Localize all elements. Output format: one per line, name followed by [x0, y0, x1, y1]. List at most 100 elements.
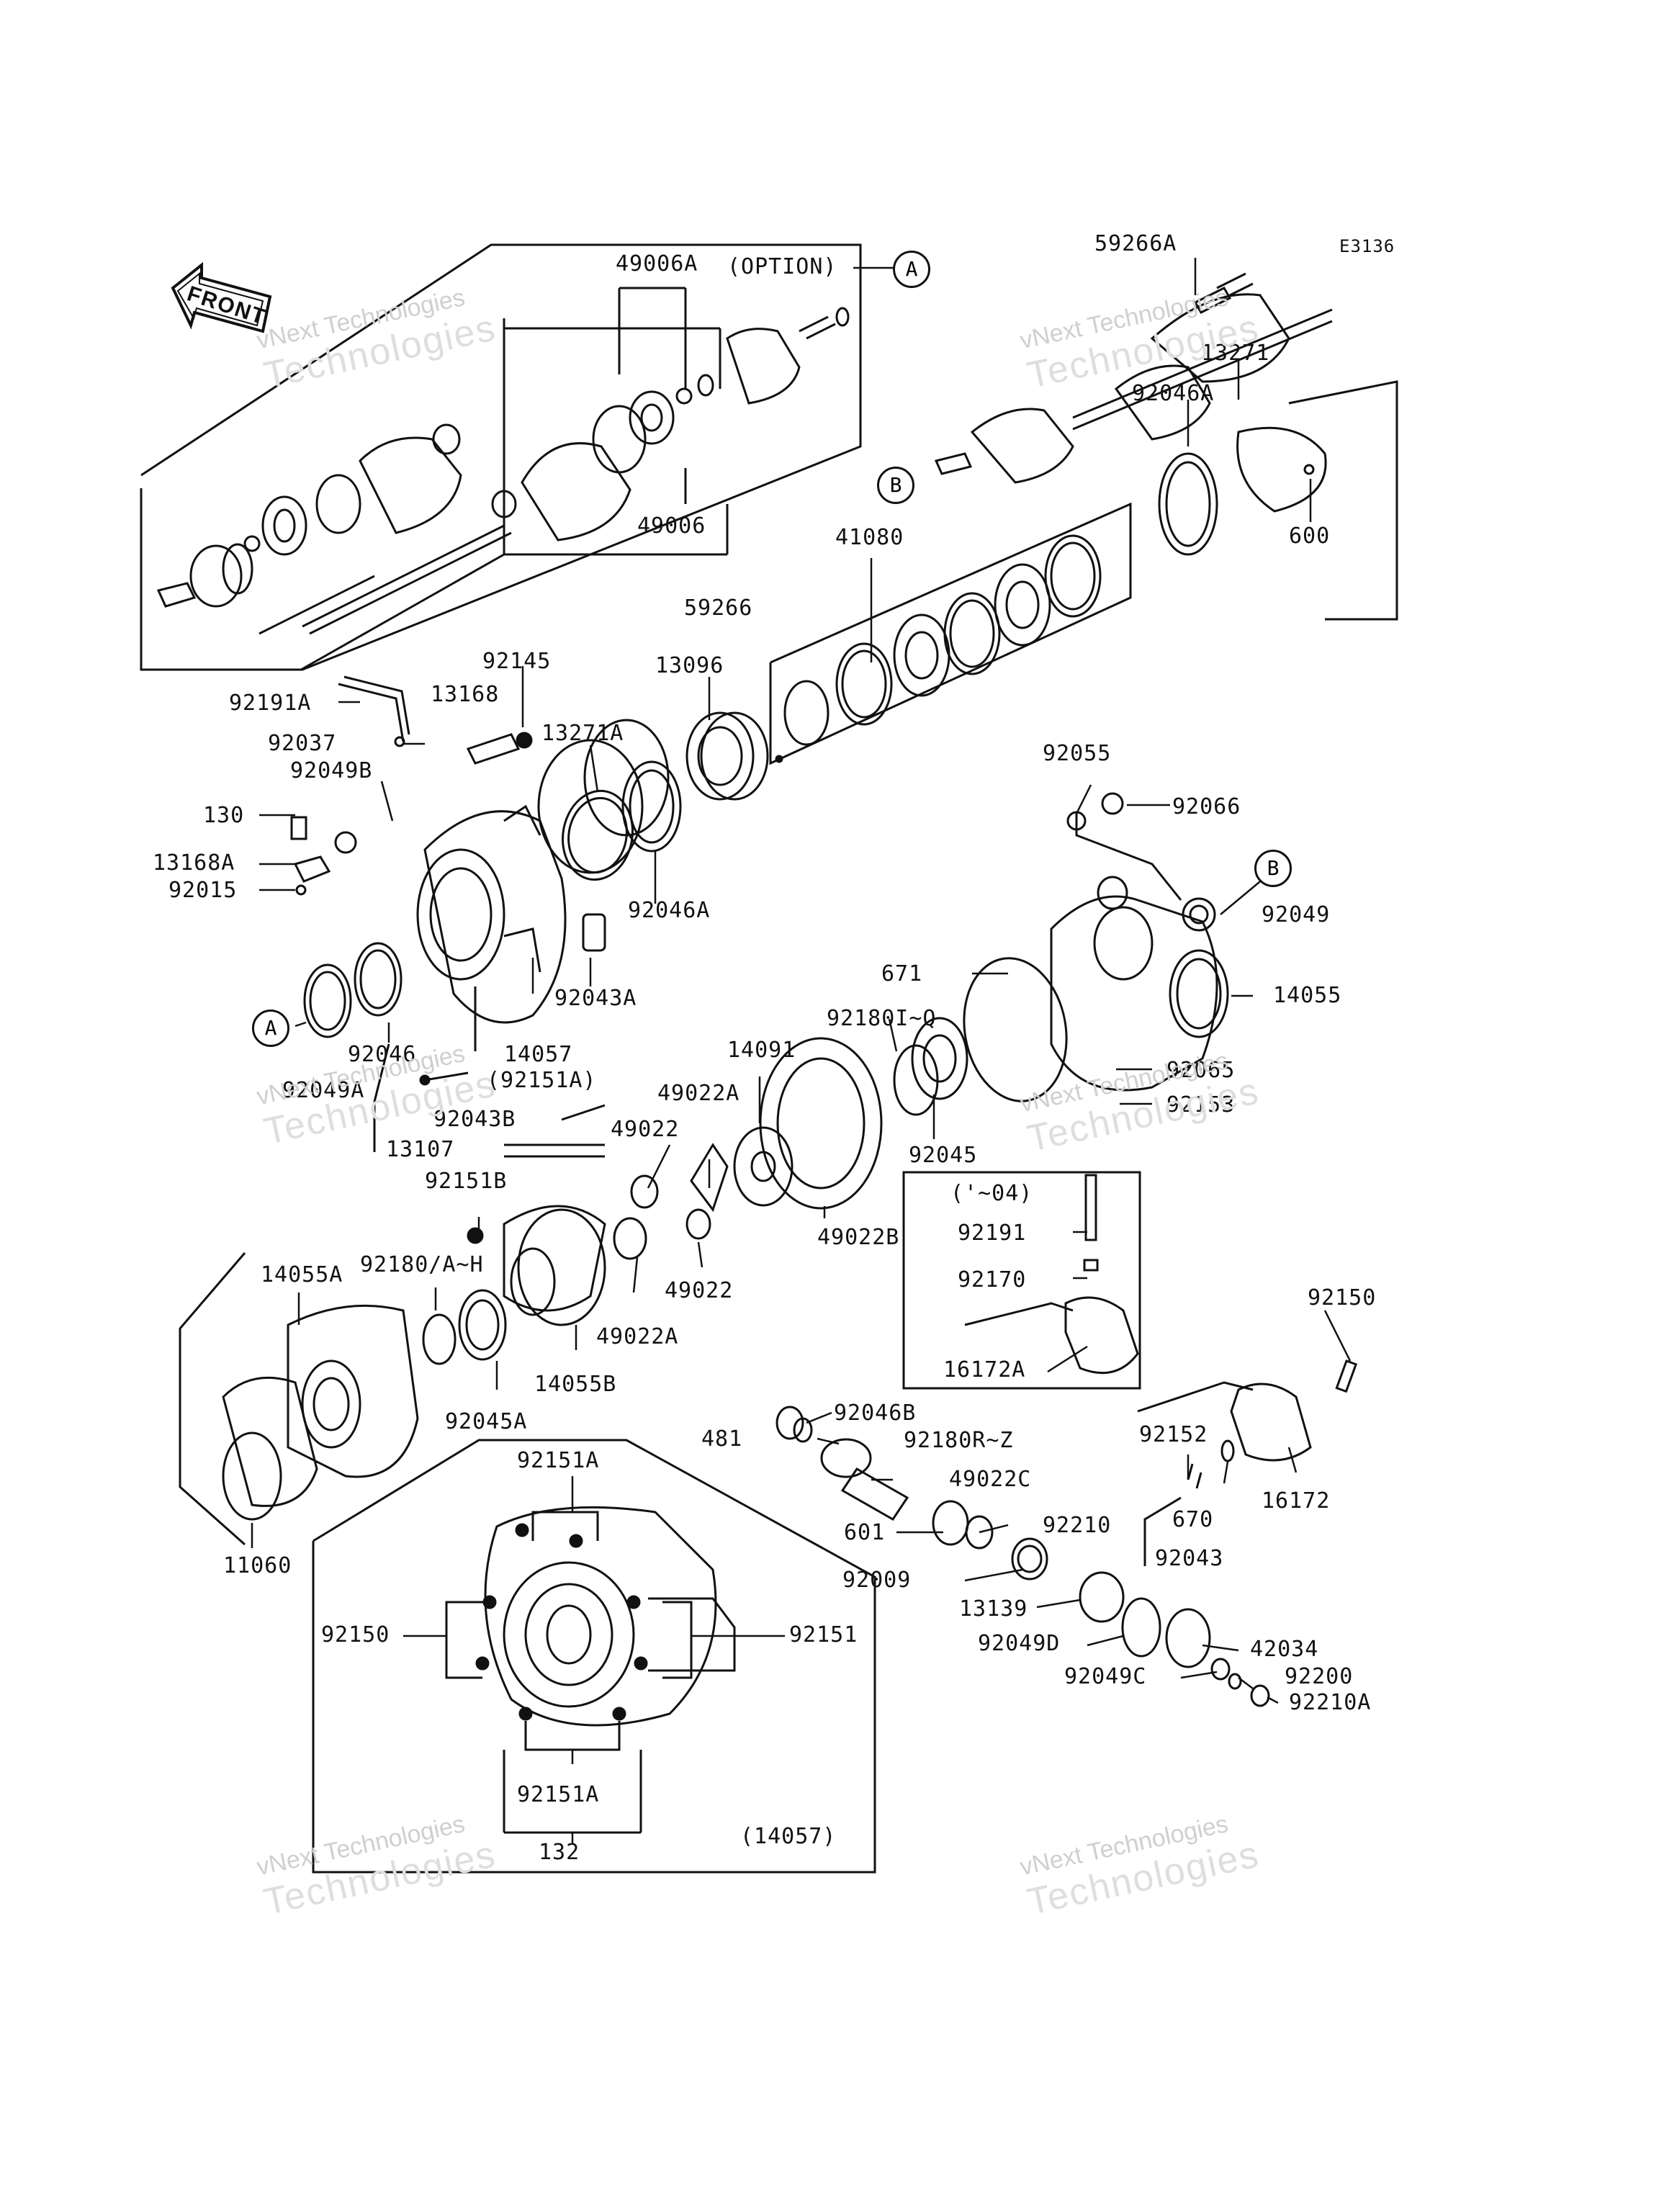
cover-14055A	[179, 1252, 419, 1546]
part-label-13168: 13168	[431, 682, 500, 707]
part-label-92049a: 92049A	[282, 1078, 365, 1103]
drive-shaft-right	[934, 272, 1398, 621]
part-label-92043b: 92043B	[433, 1107, 516, 1132]
part-label-601: 601	[844, 1520, 886, 1545]
part-label-41080: 41080	[835, 525, 904, 550]
part-label-92150-r: 92150	[1308, 1285, 1377, 1310]
carrier-14055B	[422, 1205, 606, 1365]
part-label-16172a: 16172A	[943, 1357, 1026, 1382]
part-label-14055: 14055	[1273, 983, 1342, 1008]
part-label-14055b: 14055B	[534, 1372, 617, 1397]
part-label-92009: 92009	[842, 1568, 912, 1593]
housing-14055	[1050, 792, 1229, 1092]
part-label-42034: 42034	[1250, 1637, 1319, 1662]
part-label-481: 481	[701, 1426, 743, 1452]
small-parts-left	[290, 675, 533, 896]
cv-joint-right	[491, 307, 850, 541]
part-label-130: 130	[203, 803, 245, 828]
part-label-92046b: 92046B	[834, 1401, 917, 1426]
part-label-92043a: 92043A	[554, 986, 637, 1011]
diagram-code: E3136	[1339, 236, 1395, 256]
part-label-92191a: 92191A	[229, 691, 312, 716]
part-label-13168a: 13168A	[153, 850, 235, 876]
gears-bottom-right	[1079, 1571, 1270, 1707]
part-label-132: 132	[539, 1840, 580, 1865]
part-label-671: 671	[881, 961, 923, 986]
part-label-11060: 11060	[223, 1553, 292, 1578]
callout-b-top: B	[877, 467, 914, 504]
leader-lines	[251, 258, 1352, 1843]
part-label-92151a-bot: 92151A	[517, 1782, 600, 1807]
part-label-13107: 13107	[386, 1137, 455, 1162]
part-label-13271: 13271	[1201, 341, 1270, 366]
part-label-13096: 13096	[655, 653, 724, 678]
part-label-92200: 92200	[1285, 1664, 1354, 1689]
part-label-49022a-b: 49022A	[596, 1324, 679, 1349]
part-label-14057: 14057	[504, 1042, 573, 1067]
callout-a-top: A	[893, 251, 930, 288]
part-label-59266a: 59266A	[1094, 231, 1177, 256]
part-label-92180ah: 92180/A~H	[360, 1252, 484, 1277]
part-label-92055: 92055	[1043, 741, 1112, 766]
part-label-92066: 92066	[1172, 794, 1241, 819]
part-label-16172: 16172	[1262, 1488, 1331, 1514]
part-label-49022c: 49022C	[949, 1467, 1032, 1492]
part-label-600: 600	[1289, 523, 1331, 549]
part-label-92151a-p: (92151A)	[487, 1068, 597, 1093]
part-label-49022-a: 49022	[611, 1117, 680, 1142]
part-label-option: (OPTION)	[727, 254, 837, 279]
callout-b-right: B	[1254, 850, 1292, 887]
part-label-670: 670	[1172, 1507, 1214, 1532]
bearings-center	[893, 957, 1068, 1116]
part-label-49022-b: 49022	[665, 1278, 734, 1303]
part-label-49006a: 49006A	[616, 251, 698, 276]
part-label-92046a-top: 92046A	[1132, 381, 1215, 406]
part-label-92152: 92152	[1139, 1422, 1208, 1447]
part-label-92049c: 92049C	[1064, 1664, 1147, 1689]
part-label-14055a: 14055A	[261, 1262, 343, 1287]
part-label-92151: 92151	[789, 1622, 858, 1647]
part-label-92046a-mid: 92046A	[628, 898, 711, 923]
part-label-14091: 14091	[727, 1038, 796, 1063]
part-label-59266: 59266	[684, 595, 753, 621]
part-label-92045a: 92045A	[445, 1409, 528, 1434]
part-label-92145: 92145	[482, 649, 552, 674]
sensor-16172	[1137, 1359, 1358, 1489]
part-label-49022a-a: 49022A	[657, 1081, 740, 1106]
part-label-92065: 92065	[1166, 1058, 1236, 1083]
thrust-ring-13271A	[562, 760, 682, 881]
part-label-92153: 92153	[1166, 1092, 1236, 1118]
part-label-92037: 92037	[268, 731, 337, 756]
part-label-92049d: 92049D	[978, 1631, 1061, 1656]
front-arrow-icon	[171, 261, 272, 333]
part-label-13139: 13139	[959, 1596, 1028, 1622]
part-label-92151a-top: 92151A	[517, 1448, 600, 1473]
housing-14057	[416, 719, 670, 1024]
callout-a-left: A	[252, 1010, 289, 1047]
part-label-92151b: 92151B	[425, 1169, 508, 1194]
sensor-box-04	[902, 1171, 1141, 1390]
part-label-92150-l: 92150	[321, 1622, 390, 1647]
housing-detail-box	[312, 1439, 876, 1874]
part-label-92046: 92046	[348, 1042, 417, 1067]
hub-13096	[685, 711, 769, 801]
part-label-13271a: 13271A	[541, 721, 624, 746]
part-label-92210a: 92210A	[1289, 1690, 1372, 1715]
part-label-92191: 92191	[958, 1220, 1027, 1246]
cv-joint-left	[156, 423, 512, 635]
part-label-92170: 92170	[958, 1267, 1027, 1292]
part-label-92043: 92043	[1155, 1546, 1224, 1571]
part-label-14057-p: (14057)	[740, 1824, 837, 1849]
clutch-pack-box	[769, 502, 1132, 765]
part-label-49006: 49006	[637, 513, 706, 539]
part-label-49022b: 49022B	[817, 1225, 900, 1250]
shaft-assembly-box	[140, 243, 862, 671]
part-label-92015: 92015	[168, 878, 238, 903]
seals-left	[303, 942, 477, 1152]
pinion-assembly	[775, 1406, 1182, 1581]
part-label-92180iq: 92180I~Q	[827, 1006, 937, 1031]
part-label-92049b: 92049B	[290, 758, 373, 783]
part-label-92180rz: 92180R~Z	[904, 1428, 1014, 1453]
